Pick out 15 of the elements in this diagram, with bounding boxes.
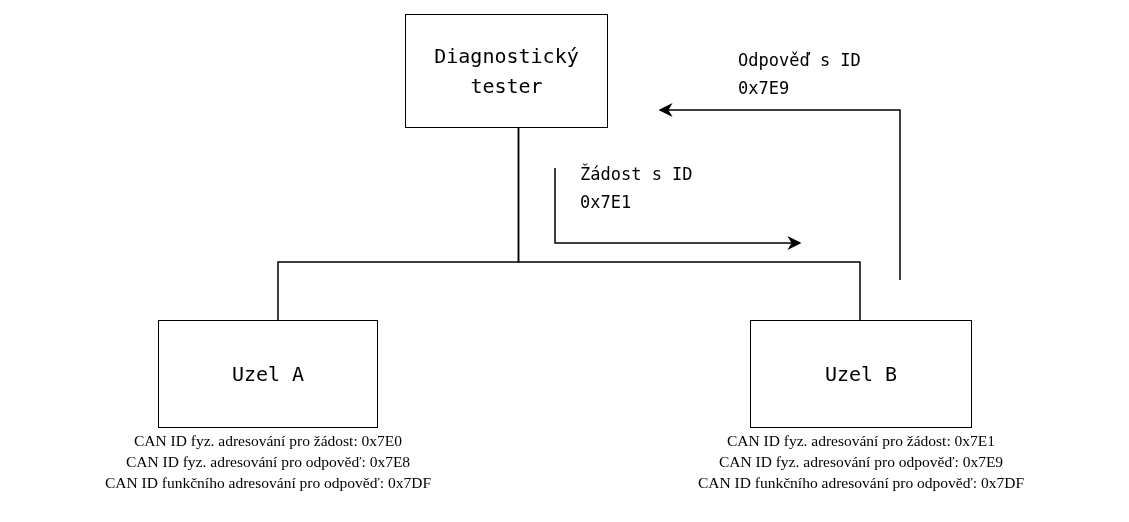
address-note: CAN ID funkčního adresování pro odpověď: 0x7DF [698,473,1024,493]
node-label: Uzel B [823,361,899,388]
node-box [158,320,378,428]
node-label: Diagnostický tester [433,43,580,100]
address-note: CAN ID fyz. adresování pro žádost: 0x7E1 [726,431,996,451]
arrow-label: Žádost s ID 0x7E1 [580,162,694,214]
node-label: Uzel A [230,361,306,388]
arrow-label: Odpověď s ID 0x7E9 [738,49,862,100]
node-box [405,14,608,128]
address-note: CAN ID funkčního adresování pro odpověď: 0x7DF [105,473,431,493]
address-note: CAN ID fyz. adresování pro odpověď: 0x7E9 [718,452,1004,472]
node-box [750,320,972,428]
address-note: CAN ID fyz. adresování pro žádost: 0x7E0 [133,431,403,451]
bus-line [517,127,861,321]
address-note: CAN ID fyz. adresování pro odpověď: 0x7E8 [125,452,411,472]
